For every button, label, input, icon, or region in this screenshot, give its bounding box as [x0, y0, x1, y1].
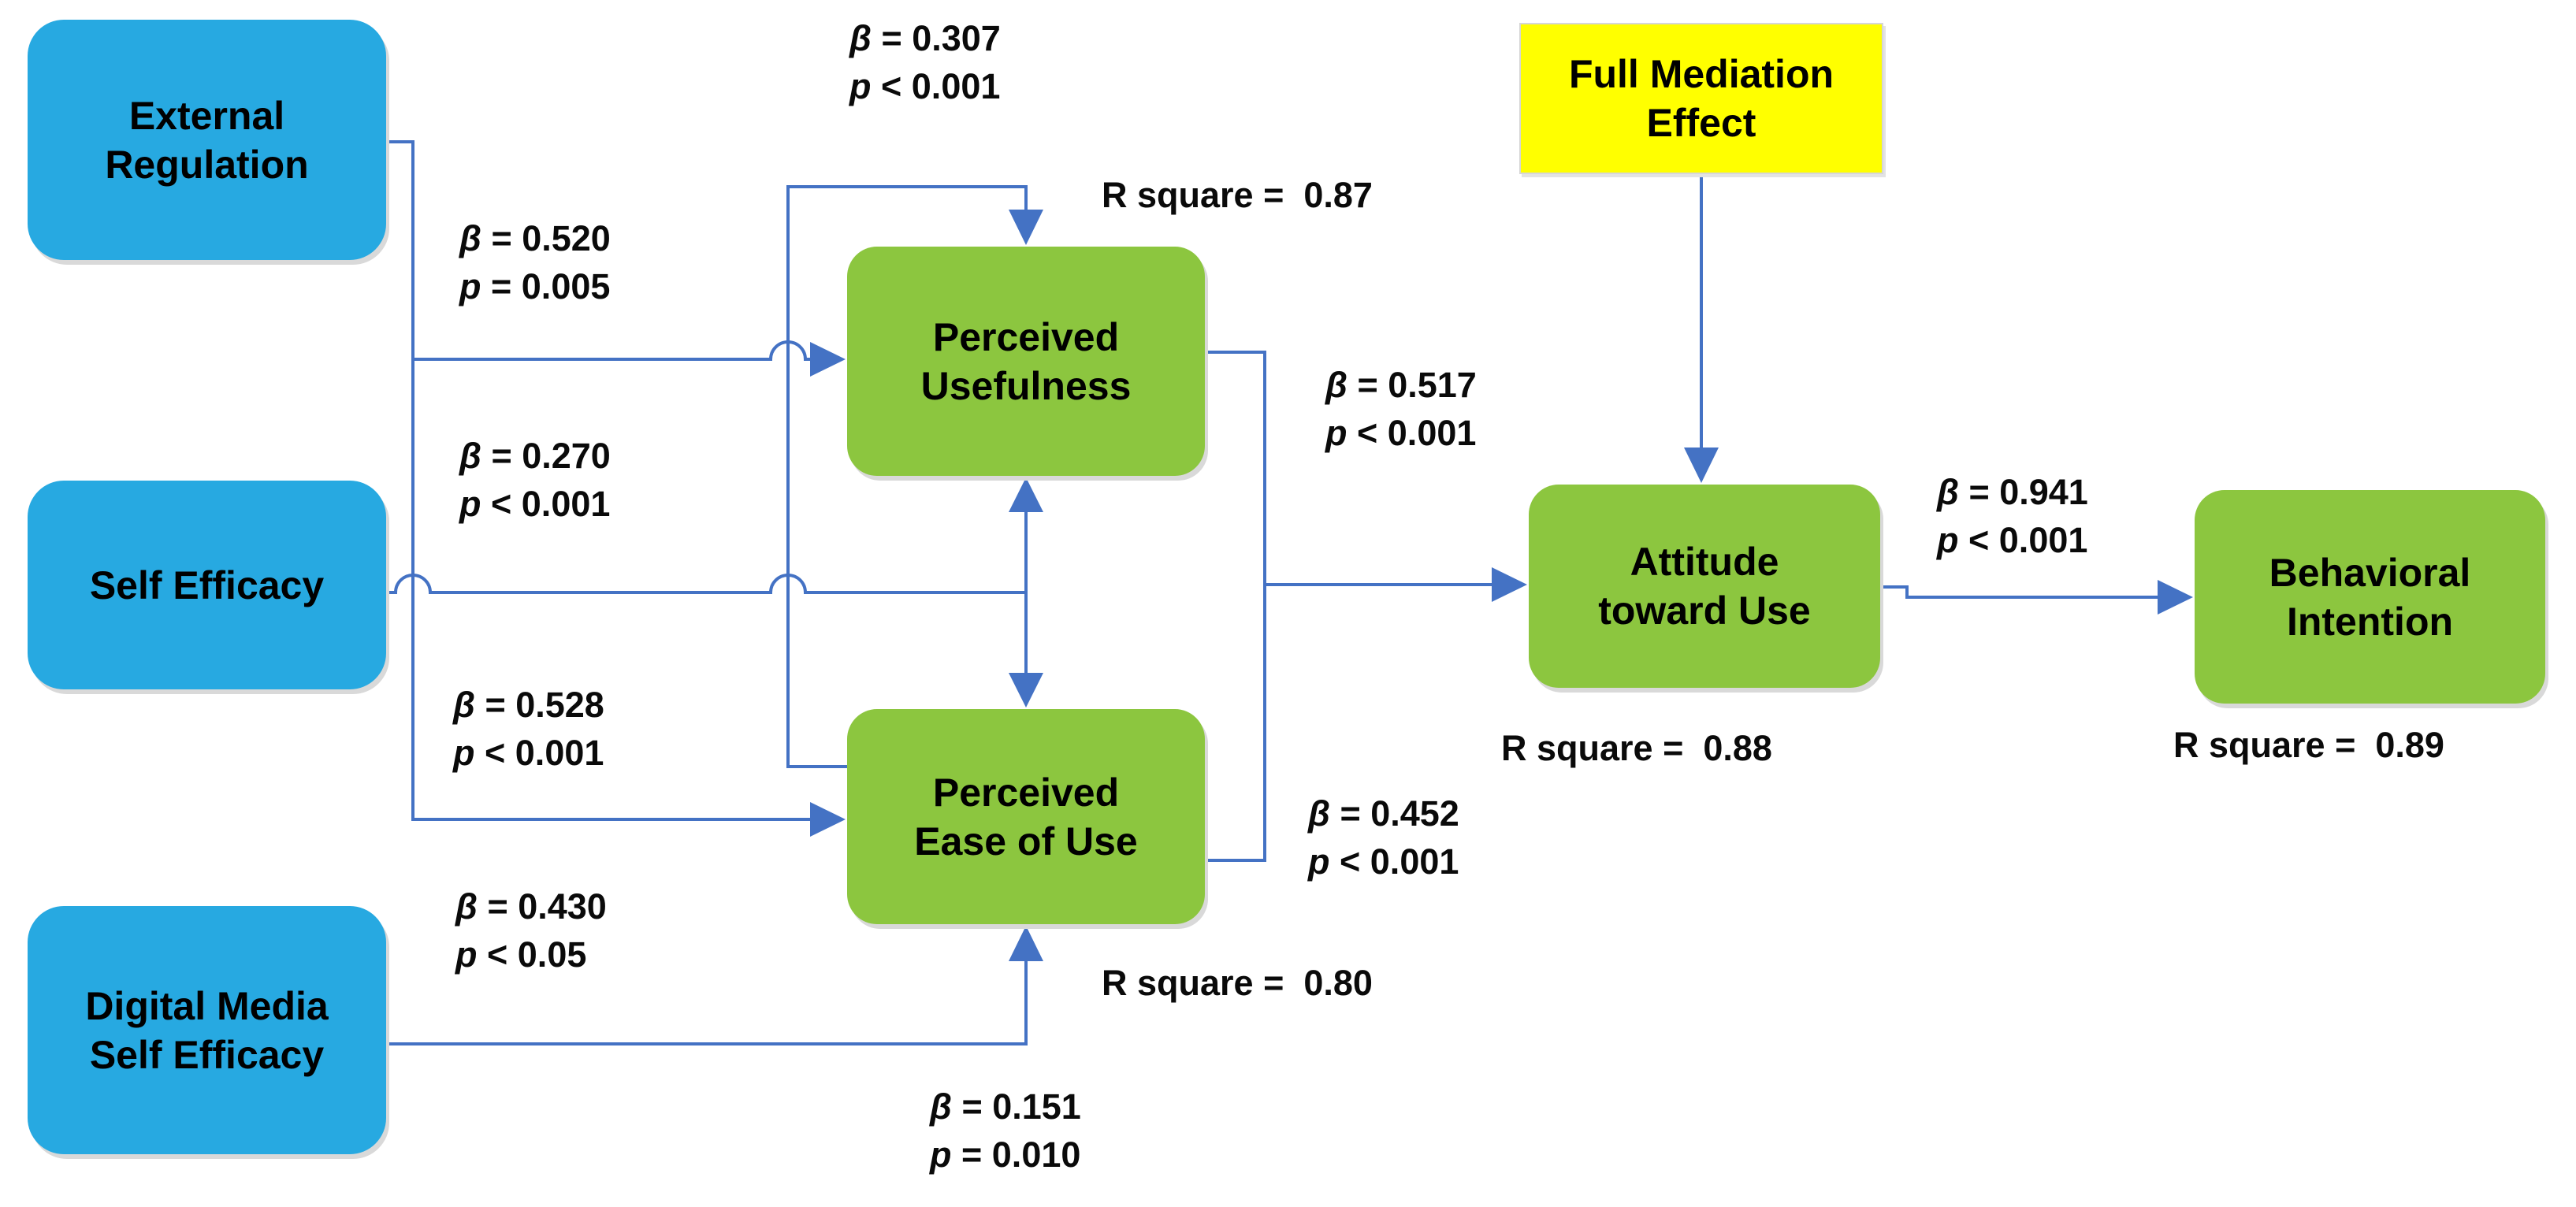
p-peou-to-pu: p < 0.001: [849, 66, 1001, 106]
beta-er-to-pu: β = 0.520: [459, 218, 611, 258]
beta-peou-to-att: β = 0.452: [1308, 793, 1459, 834]
connector-er-to-pu: [413, 340, 810, 361]
arrowhead-dmse-to-peou-icon: [1009, 926, 1043, 961]
arrowhead-att-to-bi-icon: [2158, 580, 2193, 615]
connector-pu-peou-merge-trunk: [1205, 351, 1266, 862]
node-behavioral-intention: Behavioral Intention: [2195, 490, 2545, 704]
p-se-to-pu: p < 0.001: [459, 484, 611, 524]
connector-att-to-bi: [1880, 585, 2158, 599]
p-pu-to-att: p < 0.001: [1325, 413, 1477, 453]
node-perceived-usefulness: Perceived Usefulness: [847, 247, 1205, 476]
node-perceived-ease-of-use-label: Perceived Ease of Use: [914, 770, 1138, 863]
arrowhead-er-to-pu-icon: [810, 342, 846, 377]
beta-er-to-peou: β = 0.430: [455, 886, 607, 927]
node-external-regulation-label: External Regulation: [105, 93, 309, 187]
beta-pu-to-att: β = 0.517: [1325, 365, 1477, 405]
beta-se-to-pu: β = 0.270: [459, 436, 611, 476]
stat-dmse-to-peou: β = 0.151 p = 0.010: [930, 1083, 1081, 1179]
node-external-regulation: External Regulation: [28, 20, 386, 260]
node-self-efficacy: Self Efficacy: [28, 481, 386, 689]
stat-se-to-pu: β = 0.270 p < 0.001: [459, 432, 611, 528]
node-attitude-toward-use: Attitude toward Use: [1529, 485, 1880, 688]
arrowhead-er-to-peou-icon: [810, 802, 846, 837]
node-full-mediation-effect: Full Mediation Effect: [1519, 23, 1883, 174]
p-se-to-peou: p < 0.001: [453, 733, 604, 773]
node-self-efficacy-label: Self Efficacy: [89, 563, 325, 607]
stat-peou-to-pu: β = 0.307 p < 0.001: [849, 14, 1001, 110]
node-full-mediation-effect-label: Full Mediation Effect: [1568, 52, 1834, 145]
arrowhead-peou-to-pu-icon: [1009, 210, 1043, 245]
arrowhead-fme-to-att-icon: [1684, 448, 1719, 483]
beta-se-to-peou: β = 0.528: [453, 685, 604, 725]
beta-dmse-to-peou: β = 0.151: [930, 1086, 1081, 1127]
stat-er-to-peou: β = 0.430 p < 0.05: [455, 882, 607, 979]
beta-peou-to-pu: β = 0.307: [849, 18, 1001, 58]
node-attitude-toward-use-label: Attitude toward Use: [1598, 540, 1811, 633]
p-peou-to-att: p < 0.001: [1308, 841, 1459, 882]
arrowhead-into-attitude-icon: [1492, 567, 1527, 602]
connector-se-line: [386, 574, 1026, 594]
p-dmse-to-peou: p = 0.010: [930, 1135, 1081, 1175]
p-er-to-peou: p < 0.05: [455, 934, 587, 975]
beta-att-to-bi: β = 0.941: [1937, 472, 2088, 512]
stat-att-to-bi: β = 0.941 p < 0.001: [1937, 468, 2088, 564]
rsquare-attitude-toward-use: R square = 0.88: [1501, 728, 1772, 768]
arrowhead-se-to-pu-icon: [1009, 477, 1043, 512]
rsquare-perceived-ease-of-use: R square = 0.80: [1102, 963, 1373, 1003]
stat-se-to-peou: β = 0.528 p < 0.001: [453, 681, 604, 777]
node-behavioral-intention-label: Behavioral Intention: [2269, 550, 2471, 644]
node-perceived-ease-of-use: Perceived Ease of Use: [847, 709, 1205, 924]
stat-peou-to-att: β = 0.452 p < 0.001: [1308, 789, 1459, 886]
p-er-to-pu: p = 0.005: [459, 266, 611, 306]
stat-er-to-pu: β = 0.520 p = 0.005: [459, 214, 611, 310]
rsquare-perceived-usefulness: R square = 0.87: [1102, 175, 1373, 215]
node-digital-media-self-efficacy-label: Digital Media Self Efficacy: [85, 983, 329, 1077]
arrowhead-se-to-peou-icon: [1009, 673, 1043, 707]
node-perceived-usefulness-label: Perceived Usefulness: [920, 314, 1132, 408]
stat-pu-to-att: β = 0.517 p < 0.001: [1325, 361, 1477, 457]
rsquare-behavioral-intention: R square = 0.89: [2173, 725, 2444, 765]
node-digital-media-self-efficacy: Digital Media Self Efficacy: [28, 906, 386, 1154]
p-att-to-bi: p < 0.001: [1937, 520, 2088, 560]
